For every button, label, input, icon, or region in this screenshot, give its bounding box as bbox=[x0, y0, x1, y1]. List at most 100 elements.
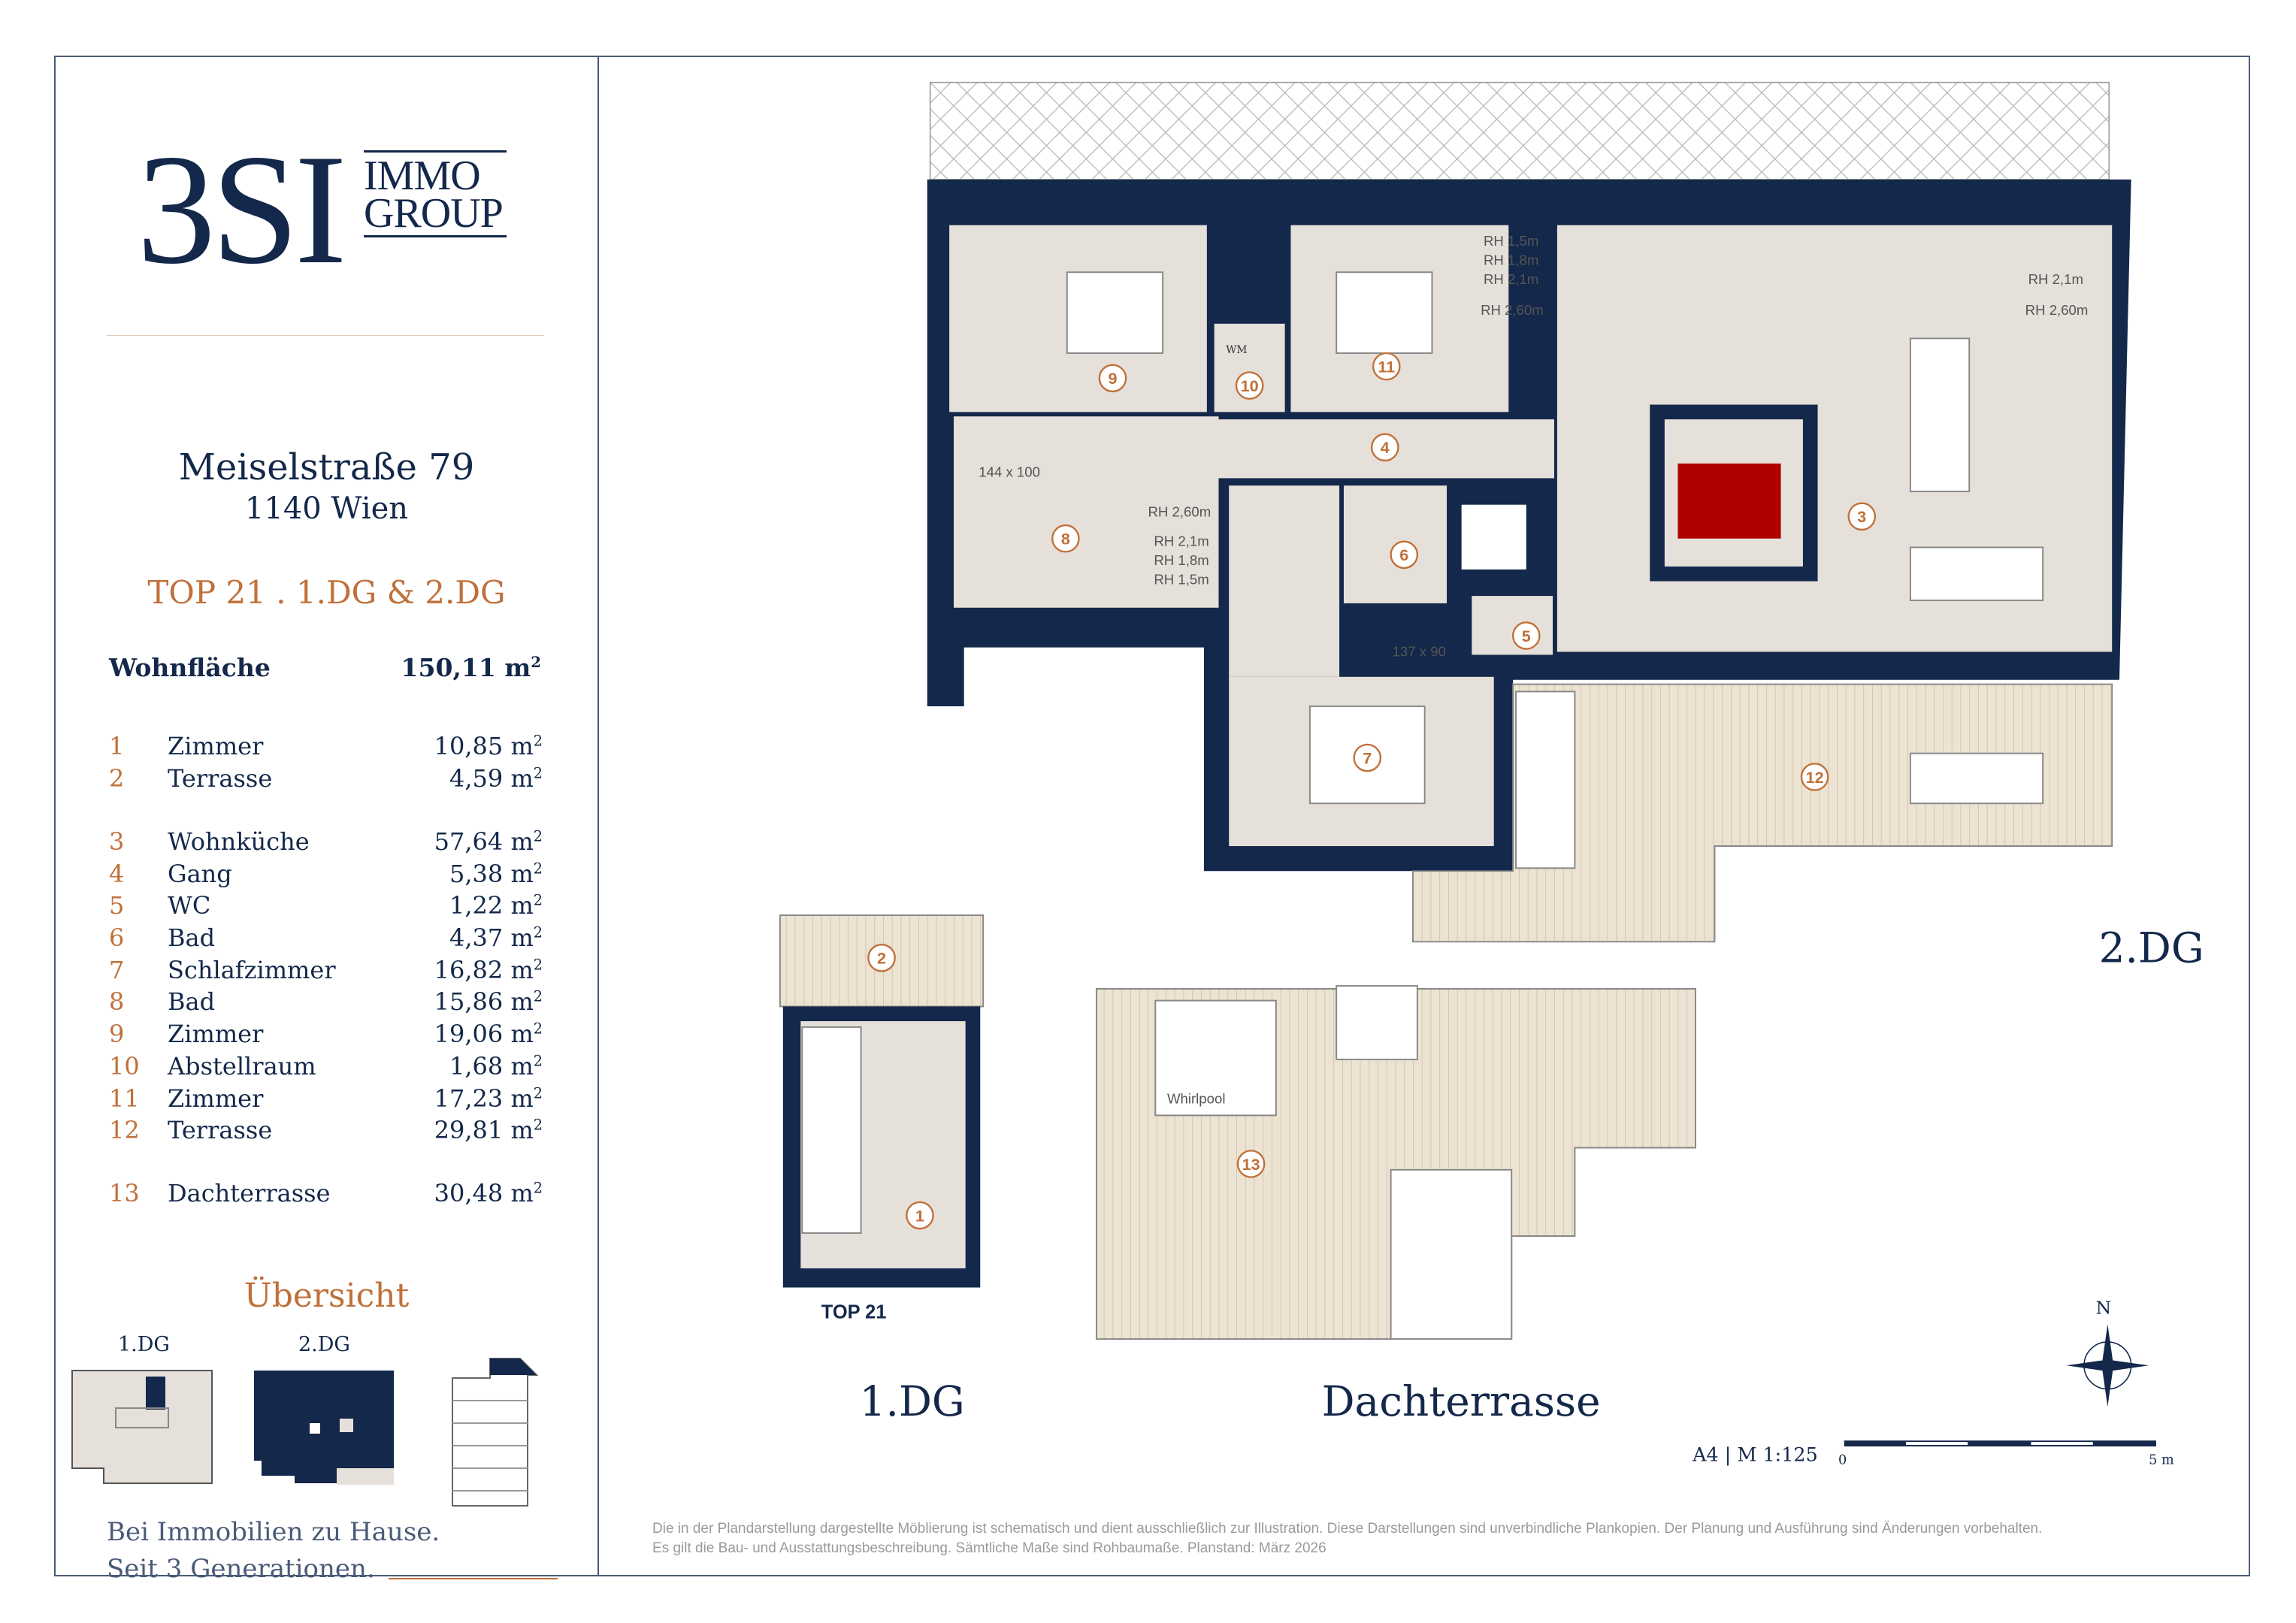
disclaimer: Die in der Plandarstellung dargestellte … bbox=[652, 1519, 2042, 1558]
svg-text:RH 2,60m: RH 2,60m bbox=[1481, 302, 1544, 318]
room-number: 3 bbox=[109, 827, 125, 856]
svg-text:10: 10 bbox=[1241, 377, 1259, 395]
room-marker-2: 2 bbox=[867, 944, 896, 972]
whirlpool-label: Whirlpool bbox=[1167, 1091, 1226, 1107]
unit-entry-label: TOP 21 bbox=[821, 1302, 887, 1323]
room-row: 1 Zimmer 10,85 m2 bbox=[109, 732, 543, 763]
room-area: 5,38 m2 bbox=[449, 860, 543, 888]
svg-text:12: 12 bbox=[1806, 769, 1824, 787]
room-row: 6 Bad 4,37 m2 bbox=[109, 923, 543, 955]
svg-text:RH 1,8m: RH 1,8m bbox=[1154, 552, 1209, 568]
divider bbox=[107, 335, 544, 336]
kitchen-island bbox=[1909, 337, 1971, 493]
logo-wordmark: IMMO GROUP bbox=[364, 150, 507, 237]
svg-text:5: 5 bbox=[1522, 627, 1531, 645]
room-row: 3 Wohnküche 57,64 m2 bbox=[109, 827, 543, 859]
bed bbox=[1066, 271, 1164, 354]
sheet-frame bbox=[54, 56, 2250, 1576]
svg-text:13: 13 bbox=[1242, 1156, 1260, 1174]
tagline-line-1: Bei Immobilien zu Hause. bbox=[107, 1517, 440, 1547]
staircase bbox=[1390, 1168, 1513, 1340]
room-name: Wohnküche bbox=[168, 827, 310, 856]
room-marker-4: 4 bbox=[1370, 433, 1399, 462]
svg-text:RH 2,1m: RH 2,1m bbox=[1484, 271, 1538, 287]
svg-text:RH 2,1m: RH 2,1m bbox=[2028, 271, 2083, 287]
room-marker-6: 6 bbox=[1390, 540, 1419, 570]
room-name: Schlafzimmer bbox=[168, 956, 336, 984]
room-name: Dachterrasse bbox=[168, 1179, 331, 1207]
plan-1dg: TOP 21 1.DG bbox=[779, 914, 985, 1425]
room-area: 57,64 m2 bbox=[434, 827, 543, 856]
dining-table bbox=[1909, 546, 2044, 601]
room-marker-9: 9 bbox=[1098, 364, 1127, 393]
room-name: Zimmer bbox=[168, 1084, 264, 1113]
room-marker-13: 13 bbox=[1236, 1150, 1266, 1178]
tagline-underline bbox=[389, 1578, 558, 1579]
label-2dg: 2.DG bbox=[2099, 924, 2204, 972]
room-number: 2 bbox=[109, 764, 125, 793]
room-name: Bad bbox=[168, 987, 216, 1016]
room-number: 11 bbox=[109, 1084, 140, 1113]
info-panel: 3SI IMMO GROUP Meiselstraße 79 1140 Wien… bbox=[54, 56, 599, 1584]
room-number: 9 bbox=[109, 1020, 125, 1048]
overview-label-1dg: 1.DG bbox=[118, 1333, 170, 1356]
room-area: 1,22 m2 bbox=[449, 891, 543, 920]
room-number: 8 bbox=[109, 987, 125, 1016]
room-area: 15,86 m2 bbox=[434, 987, 543, 1016]
plan-2dg: 2.DG RH 1,5m RH 1,8m RH 2,1m RH 2,60m RH… bbox=[927, 81, 2204, 972]
room-number: 13 bbox=[109, 1179, 140, 1207]
svg-text:RH 1,5m: RH 1,5m bbox=[1484, 233, 1538, 249]
living-area-value: 150,11 m2 bbox=[401, 653, 541, 682]
roof-hatch bbox=[929, 81, 2110, 180]
room-area: 19,06 m2 bbox=[434, 1020, 543, 1048]
compass-icon bbox=[2066, 1324, 2149, 1407]
overview-roof bbox=[452, 1358, 539, 1507]
room-number: 1 bbox=[109, 732, 125, 760]
room-marker-11: 11 bbox=[1372, 352, 1401, 381]
svg-text:RH 2,60m: RH 2,60m bbox=[1148, 503, 1212, 519]
room-number: 4 bbox=[109, 860, 125, 888]
room-name: Bad bbox=[168, 923, 216, 952]
logo-mark: 3SI bbox=[137, 122, 347, 297]
room-name: Terrasse bbox=[168, 764, 273, 793]
staircase bbox=[1515, 691, 1576, 869]
room-area: 1,68 m2 bbox=[449, 1052, 543, 1080]
whirlpool bbox=[1154, 999, 1277, 1117]
svg-text:4: 4 bbox=[1381, 439, 1390, 457]
shower-size-1: 144 x 100 bbox=[979, 464, 1040, 479]
tagline-line-2: Seit 3 Generationen. bbox=[107, 1554, 375, 1584]
room-number: 12 bbox=[109, 1116, 140, 1144]
address-street: Meiselstraße 79 bbox=[178, 446, 475, 488]
room-area: 16,82 m2 bbox=[434, 956, 543, 984]
terrace-table bbox=[1909, 752, 2044, 805]
svg-text:6: 6 bbox=[1399, 546, 1408, 564]
room-area: 4,37 m2 bbox=[449, 923, 543, 952]
room-marker-12: 12 bbox=[1800, 763, 1829, 791]
logo-line-1: IMMO bbox=[364, 153, 481, 199]
scale-bar: A4 | M 1:125 0 5 m bbox=[1692, 1440, 2174, 1468]
overview-title: Übersicht bbox=[244, 1277, 410, 1315]
room-number: 10 bbox=[109, 1052, 140, 1080]
living-area-label: Wohnfläche bbox=[109, 653, 271, 682]
logo-line-2: GROUP bbox=[364, 190, 504, 237]
room-name: Zimmer bbox=[168, 732, 264, 760]
room-area: 29,81 m2 bbox=[434, 1116, 543, 1144]
room-row: 7 Schlafzimmer 16,82 m2 bbox=[109, 956, 543, 987]
terrace-12 bbox=[1412, 683, 2113, 943]
room-area: 10,85 m2 bbox=[434, 732, 543, 760]
shower-size-2: 137 x 90 bbox=[1393, 643, 1446, 659]
room-number: 6 bbox=[109, 923, 125, 952]
label-1dg: 1.DG bbox=[860, 1377, 965, 1425]
label-dachterrasse: Dachterrasse bbox=[1322, 1377, 1601, 1425]
room-number: 7 bbox=[109, 956, 125, 984]
room-marker-10: 10 bbox=[1235, 371, 1264, 400]
scale-five: 5 m bbox=[2149, 1453, 2174, 1468]
room-marker-3: 3 bbox=[1847, 502, 1877, 531]
plan-dachterrasse: Whirlpool Dachterrasse bbox=[1095, 985, 1696, 1425]
